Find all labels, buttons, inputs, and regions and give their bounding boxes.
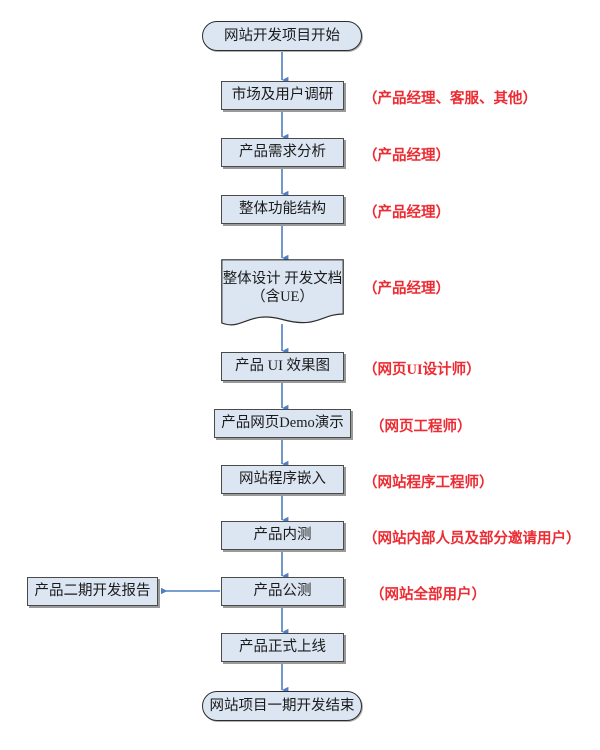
document-shape-icon: [221, 259, 344, 326]
node-end[interactable]: 网站项目一期开发结束: [202, 691, 362, 721]
annotation-website-program-embed: （网站程序工程师）: [363, 475, 494, 491]
node-label: 产品网页Demo演示: [221, 415, 344, 432]
node-phase2-development-report[interactable]: 产品二期开发报告: [27, 577, 158, 606]
annotation-requirement-analysis: （产品经理）: [363, 148, 450, 164]
node-label: 市场及用户调研: [231, 87, 334, 104]
annotation-overall-function-structure: （产品经理）: [363, 205, 450, 221]
annotation-beta-test: （网站全部用户）: [370, 587, 486, 603]
node-label: 产品公测: [253, 583, 312, 600]
annotation-web-demo: （网页工程师）: [370, 419, 472, 435]
node-start[interactable]: 网站开发项目开始: [202, 21, 362, 51]
node-label: 整体设计 开发文档 （含UE）: [222, 270, 343, 305]
node-alpha-test[interactable]: 产品内测: [221, 521, 344, 550]
node-market-user-research[interactable]: 市场及用户调研: [221, 81, 344, 110]
node-label: 网站项目一期开发结束: [209, 697, 355, 714]
annotation-design-development-document: （产品经理）: [363, 281, 450, 297]
annotation-alpha-test: （网站内部人员及部分邀请用户）: [363, 531, 581, 547]
node-requirement-analysis[interactable]: 产品需求分析: [221, 138, 344, 167]
node-label: 整体功能结构: [239, 201, 326, 218]
node-official-launch[interactable]: 产品正式上线: [221, 633, 344, 662]
node-label: 产品需求分析: [239, 144, 326, 161]
node-beta-test[interactable]: 产品公测: [221, 577, 344, 606]
node-overall-function-structure[interactable]: 整体功能结构: [221, 195, 344, 224]
annotation-market-user-research: （产品经理、客服、其他）: [363, 91, 537, 107]
annotation-ui-mockup: （网页UI设计师）: [363, 362, 481, 378]
node-label: 产品内测: [253, 527, 312, 544]
node-web-demo[interactable]: 产品网页Demo演示: [214, 409, 351, 438]
node-label: 网站程序嵌入: [239, 471, 326, 488]
node-label: 产品二期开发报告: [34, 583, 151, 600]
node-label: 产品正式上线: [239, 639, 326, 656]
node-design-development-document[interactable]: 整体设计 开发文档 （含UE）: [221, 259, 344, 331]
node-label: 产品 UI 效果图: [234, 358, 331, 375]
node-website-program-embed[interactable]: 网站程序嵌入: [221, 465, 344, 494]
node-ui-mockup[interactable]: 产品 UI 效果图: [221, 352, 344, 381]
node-label: 网站开发项目开始: [224, 27, 340, 44]
